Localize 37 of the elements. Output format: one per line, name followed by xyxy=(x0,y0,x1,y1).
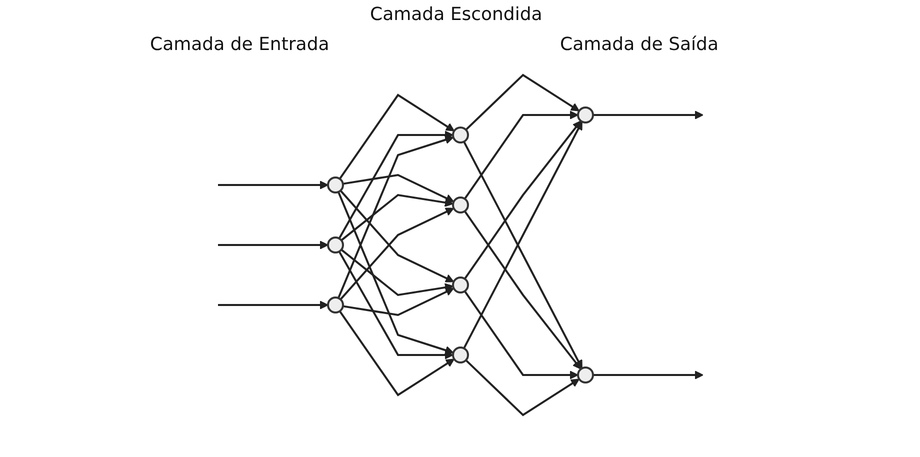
layer-label: Camada Escondida xyxy=(370,4,542,25)
arrow xyxy=(340,248,453,296)
arrow xyxy=(339,190,454,282)
arrow xyxy=(336,136,454,298)
node-circle xyxy=(326,176,344,194)
arrow xyxy=(592,370,703,380)
arrow xyxy=(339,208,454,300)
arrow xyxy=(463,290,578,380)
arrow xyxy=(592,110,703,120)
node-circle xyxy=(576,106,594,124)
arrow xyxy=(338,310,454,396)
layer-label: Camada de Saída xyxy=(560,34,718,55)
arrow xyxy=(218,180,328,190)
arrow xyxy=(338,94,454,180)
arrow xyxy=(218,240,328,250)
arrow xyxy=(338,251,453,360)
layer-label: Camada de Entrada xyxy=(150,34,330,55)
arrow xyxy=(464,359,580,416)
arrow xyxy=(464,74,580,131)
node-circle xyxy=(326,236,344,254)
arrow xyxy=(462,121,582,349)
arrow xyxy=(338,130,453,239)
arrow xyxy=(463,210,581,370)
arrow xyxy=(342,174,454,202)
node-circle xyxy=(452,196,468,214)
node-circle xyxy=(576,366,594,384)
arrow xyxy=(342,288,454,316)
arrow xyxy=(218,300,328,310)
node-circle xyxy=(326,296,344,314)
arrow xyxy=(462,141,582,369)
node-circle xyxy=(452,346,468,364)
arrow xyxy=(463,120,581,280)
node-circle xyxy=(452,276,468,294)
arrow xyxy=(336,192,454,354)
arrow xyxy=(340,194,453,242)
arrow xyxy=(463,110,578,200)
node-circle xyxy=(452,126,468,144)
